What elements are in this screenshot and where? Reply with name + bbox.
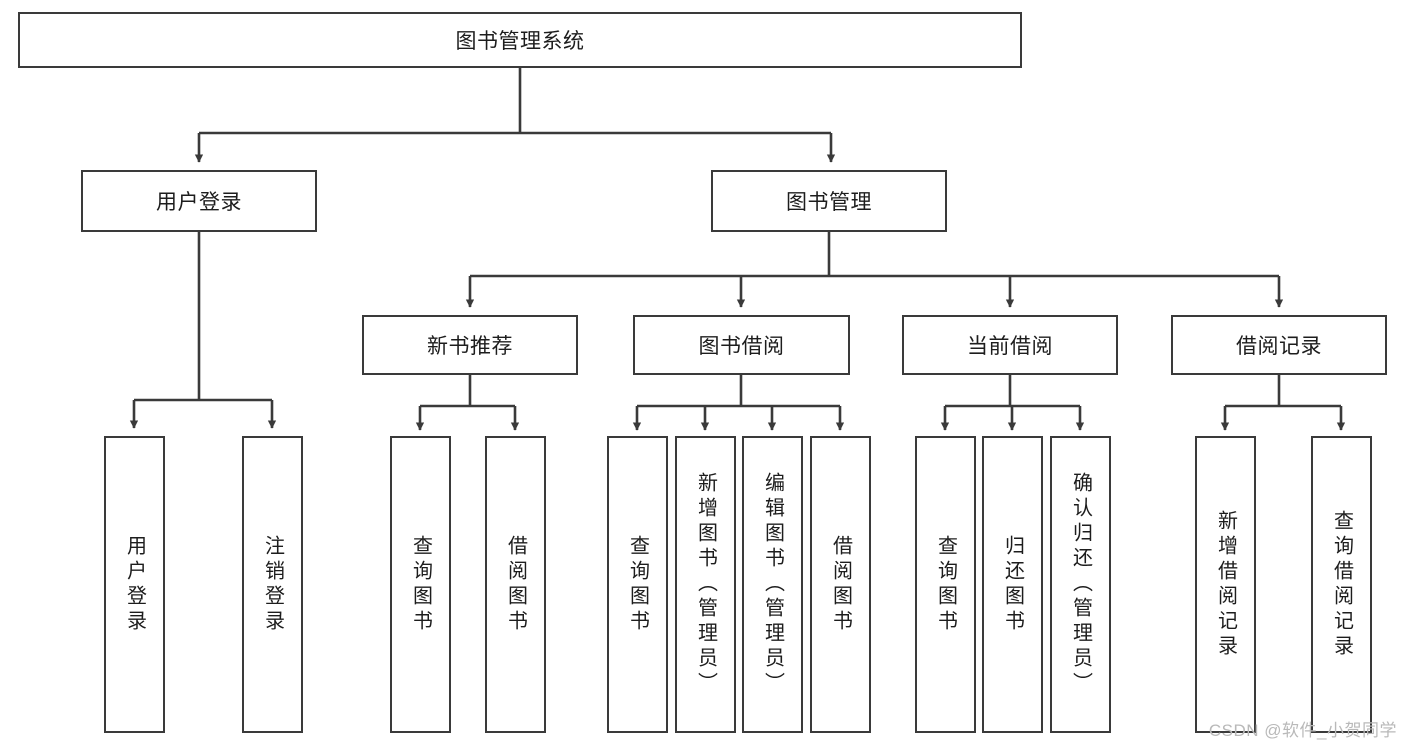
node-label: 查询图书	[934, 534, 957, 635]
node-borrow-records[interactable]: 借阅记录	[1171, 315, 1387, 375]
node-leaf-borrow-book-newbook[interactable]: 借阅图书	[485, 436, 546, 733]
node-label: 新增借阅记录	[1214, 509, 1237, 660]
node-label: 用户登录	[156, 191, 242, 214]
node-label: 用户登录	[123, 534, 146, 635]
node-leaf-query-book-newbook[interactable]: 查询图书	[390, 436, 451, 733]
node-leaf-query-borrow-record[interactable]: 查询借阅记录	[1311, 436, 1372, 733]
node-label: 注销登录	[261, 534, 284, 635]
node-label: 图书借阅	[698, 335, 785, 358]
node-label: 借阅记录	[1236, 335, 1322, 358]
node-book-management[interactable]: 图书管理	[711, 170, 947, 232]
node-leaf-return-book[interactable]: 归还图书	[982, 436, 1043, 733]
node-label: 借阅图书	[829, 534, 852, 635]
node-label: 归还图书	[1001, 534, 1024, 635]
node-current-borrow[interactable]: 当前借阅	[902, 315, 1118, 375]
node-label: 确认归还（管理员）	[1069, 472, 1092, 697]
node-leaf-confirm-return-admin[interactable]: 确认归还（管理员）	[1050, 436, 1111, 733]
node-root-book-management-system[interactable]: 图书管理系统	[18, 12, 1022, 68]
csdn-watermark: CSDN @软件_小贺同学	[1208, 721, 1397, 740]
node-leaf-query-book-borrow[interactable]: 查询图书	[607, 436, 668, 733]
node-leaf-borrow-book[interactable]: 借阅图书	[810, 436, 871, 733]
node-label: 图书管理	[786, 191, 872, 214]
node-label: 新增图书（管理员）	[694, 472, 717, 697]
node-leaf-query-book-current[interactable]: 查询图书	[915, 436, 976, 733]
node-label: 编辑图书（管理员）	[761, 472, 784, 697]
node-label: 查询图书	[626, 534, 649, 635]
node-label: 新书推荐	[427, 335, 513, 358]
node-label: 查询借阅记录	[1330, 509, 1353, 660]
node-leaf-add-borrow-record[interactable]: 新增借阅记录	[1195, 436, 1256, 733]
node-label: 图书管理系统	[455, 30, 585, 53]
node-label: 当前借阅	[967, 335, 1053, 358]
node-leaf-user-login[interactable]: 用户登录	[104, 436, 165, 733]
node-user-login[interactable]: 用户登录	[81, 170, 317, 232]
node-leaf-logout[interactable]: 注销登录	[242, 436, 303, 733]
node-label: 借阅图书	[504, 534, 527, 635]
node-leaf-edit-book-admin[interactable]: 编辑图书（管理员）	[742, 436, 803, 733]
node-label: 查询图书	[409, 534, 432, 635]
node-new-book-recommend[interactable]: 新书推荐	[362, 315, 578, 375]
node-leaf-add-book-admin[interactable]: 新增图书（管理员）	[675, 436, 736, 733]
node-book-borrow[interactable]: 图书借阅	[633, 315, 850, 375]
